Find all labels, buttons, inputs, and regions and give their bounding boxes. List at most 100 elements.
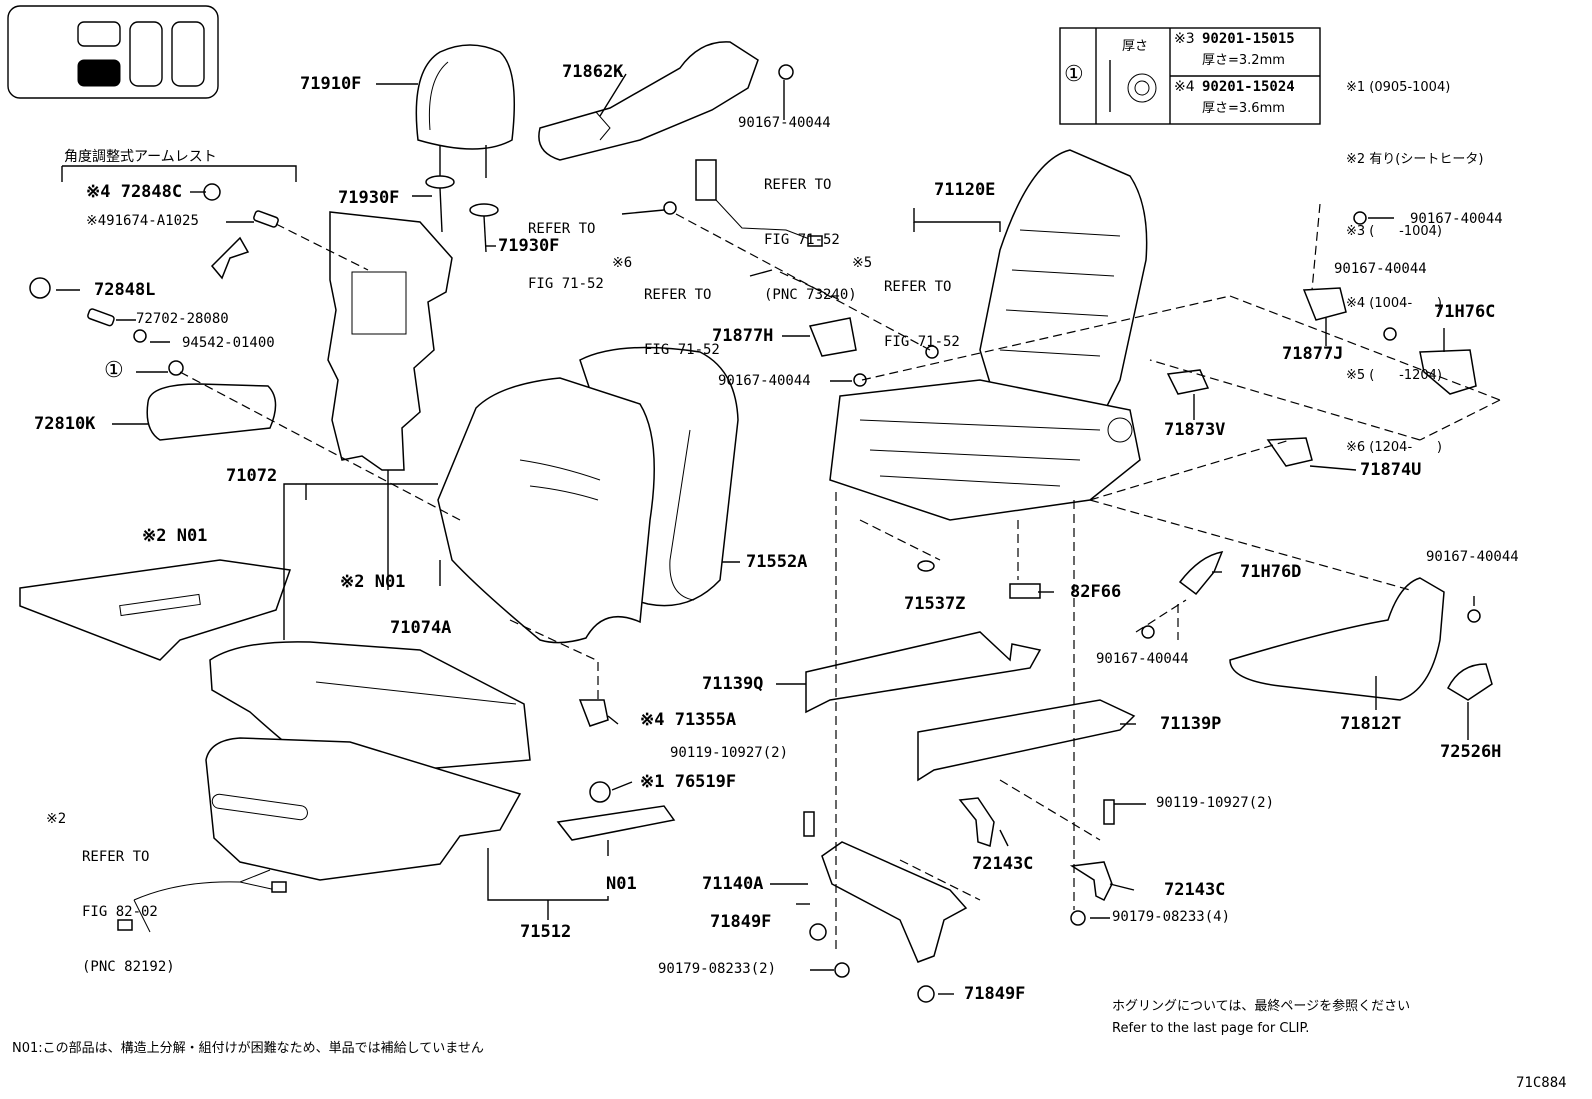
leader-lines xyxy=(56,73,1475,995)
clip-note-en: Refer to the last page for CLIP. xyxy=(1112,1021,1310,1036)
footnote: ※1 (0905-1004) xyxy=(1346,80,1451,95)
label-72526H: 72526H xyxy=(1440,742,1502,762)
spec-row-1-thickness: 厚さ=3.2mm xyxy=(1202,53,1285,68)
label-72143C-b: 72143C xyxy=(1164,880,1226,900)
label-90167-40044-b: 90167-40044 xyxy=(718,373,811,389)
label-72848C: ※4 72848C xyxy=(86,182,183,202)
label-90167-40044-e: 90167-40044 xyxy=(1096,651,1189,667)
figure-id: 71C884 xyxy=(1516,1075,1567,1091)
label-76519F: ※1 76519F xyxy=(640,772,737,792)
ref-line: FIG 71-52 xyxy=(764,231,840,248)
connector xyxy=(271,881,287,893)
ref-line: FIG 71-52 xyxy=(644,341,720,358)
label-71072: 71072 xyxy=(226,466,278,486)
label-71877J: 71877J xyxy=(1282,344,1344,364)
seat-heater-mat-shape xyxy=(19,559,292,661)
label-82F66: 82F66 xyxy=(1070,582,1122,602)
heater-under-mat-shape xyxy=(556,805,676,841)
shield-71812T-shape xyxy=(1229,577,1445,701)
ref-line: REFER TO xyxy=(764,177,832,194)
footnote: ※5 ( -1204) xyxy=(1346,368,1443,383)
ref-line: REFER TO xyxy=(82,849,150,866)
footnote: ※3 ( -1004) xyxy=(1346,224,1443,239)
fastener-shapes xyxy=(578,64,1481,1003)
label-71812T: 71812T xyxy=(1340,714,1402,734)
label-90179-08233-b: 90179-08233(4) xyxy=(1112,909,1231,925)
label-72848L: 72848L xyxy=(94,280,156,300)
label-71139P: 71139P xyxy=(1160,714,1222,734)
ref-fig-71-52-d: REFER TO FIG 71-52 xyxy=(884,242,960,369)
spec-row-1-mark: ※3 xyxy=(1174,31,1195,47)
headrest-support-shapes xyxy=(425,175,499,253)
spec-row-2-mark: ※4 xyxy=(1174,79,1195,95)
footnote: ※2 有り(シートヒータ) xyxy=(1346,152,1484,167)
ref-line: REFER TO xyxy=(528,221,596,238)
label-72143C-a: 72143C xyxy=(972,854,1034,874)
ref-line: FIG 71-52 xyxy=(528,275,604,292)
spec-table-frame xyxy=(1059,27,1321,125)
ref-fig-71-52-b: REFER TO FIG 71-52 xyxy=(528,184,604,311)
lever-71H76D-shape xyxy=(1178,551,1224,596)
bracket-72143C-b-shape xyxy=(1069,861,1113,902)
ref-line: FIG 82-02 xyxy=(82,903,158,920)
cushion-pad-shape xyxy=(205,737,522,881)
cover-71H76C-shape xyxy=(1419,349,1477,395)
label-N01-b: ※2 N01 xyxy=(340,572,406,592)
rail-71139P-shape xyxy=(917,699,1136,782)
backboard-shape xyxy=(327,211,453,471)
circle-one-label: ① xyxy=(104,358,124,383)
label-71355A: ※4 71355A xyxy=(640,710,737,730)
label-71H76C: 71H76C xyxy=(1434,302,1496,322)
seat-frame-shape xyxy=(829,149,1148,521)
n01-note: N01:この部品は、構造上分解・組付けが困難なため、単品では補給していません xyxy=(12,1041,484,1056)
ref-line: REFER TO xyxy=(884,279,952,296)
label-90167-40044-c: 90167-40044 xyxy=(1410,211,1503,227)
spec-col-label: 厚さ xyxy=(1122,39,1149,54)
label-71930F-b: 71930F xyxy=(498,236,560,256)
label-71139Q: 71139Q xyxy=(702,674,764,694)
bracket-72143C-a-shape xyxy=(958,797,995,847)
wiring-harness xyxy=(133,869,277,933)
label-71862K: 71862K xyxy=(562,62,624,82)
footnotes: ※1 (0905-1004) ※2 有り(シートヒータ) ※3 ( -1004)… xyxy=(1346,28,1483,484)
ref-fig-71-52-c: REFER TO FIG 71-52 xyxy=(644,250,720,377)
belt-buckle-shape xyxy=(695,159,823,247)
ref-line: (PNC 73240) xyxy=(764,286,857,303)
label-71849F-a: 71849F xyxy=(710,912,772,932)
connector xyxy=(117,919,133,931)
ref2-mark: ※2 xyxy=(46,811,67,827)
ref-line: REFER TO xyxy=(644,287,712,304)
ref6-mark: ※6 xyxy=(612,255,633,271)
label-71H76D: 71H76D xyxy=(1240,562,1302,582)
label-71849F-b: 71849F xyxy=(964,984,1026,1004)
alignment-lines xyxy=(179,203,1501,950)
seatback-cover-shape xyxy=(437,377,655,644)
spec-row-2-part: 90201-15024 xyxy=(1202,79,1295,95)
bracket-71874U-shape xyxy=(1266,437,1313,467)
spec-row-2-thickness: 厚さ=3.6mm xyxy=(1202,101,1285,116)
label-90119-10927-a: 90119-10927(2) xyxy=(670,745,789,761)
label-72810K: 72810K xyxy=(34,414,96,434)
footnote: ※6 (1204- ) xyxy=(1346,440,1443,455)
label-90179-08233-a: 90179-08233(2) xyxy=(658,961,777,977)
bracket-71873V-shape xyxy=(1166,369,1210,395)
label-71512: 71512 xyxy=(520,922,572,942)
seat-position-icon xyxy=(7,5,219,99)
knob-72526H-shape xyxy=(1447,663,1493,701)
label-491674-A1025: ※491674-A1025 xyxy=(86,213,199,229)
armrest-shapes xyxy=(29,183,279,441)
headrest-shape xyxy=(415,44,516,178)
side-cover-shape xyxy=(538,41,759,161)
label-71877H: 71877H xyxy=(712,326,774,346)
label-71873V: 71873V xyxy=(1164,420,1226,440)
armrest-title: 角度調整式アームレスト xyxy=(64,149,217,165)
backboard-window xyxy=(351,271,407,335)
rail-71139Q-shape xyxy=(805,631,1042,714)
bracket-71877H-shape xyxy=(808,317,857,357)
ref-fig-71-52-pnc-73240: REFER TO FIG 71-52 (PNC 73240) xyxy=(764,140,857,322)
ref-line: FIG 71-52 xyxy=(884,333,960,350)
clip-note-jp: ホグリングについては、最終ページを参照ください xyxy=(1112,999,1411,1014)
label-71120E: 71120E xyxy=(934,180,996,200)
